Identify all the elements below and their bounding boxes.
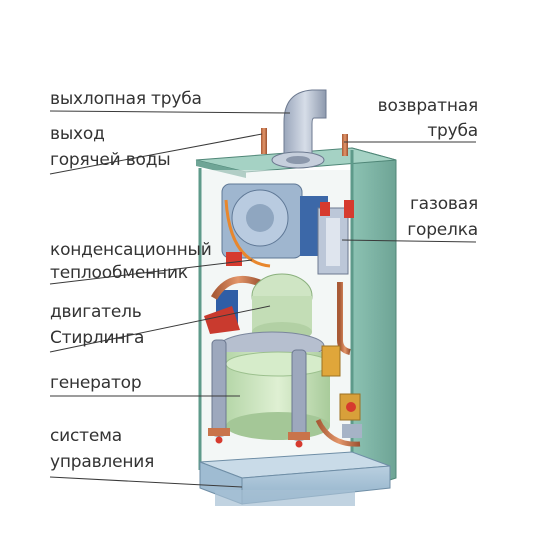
label-gas-burner-line2: горелка bbox=[407, 220, 478, 240]
exhaust-pipe bbox=[271, 89, 327, 169]
label-condensing-line1: конденсационный bbox=[50, 240, 212, 260]
copper-pipes bbox=[315, 170, 362, 447]
leader-condensing bbox=[49, 259, 253, 285]
leader-control bbox=[49, 476, 243, 488]
gas-burner bbox=[317, 200, 354, 275]
label-condensing-line2: теплообменник bbox=[50, 263, 188, 283]
stirling-engine bbox=[204, 252, 313, 342]
label-stirling-line2: Стирлинга bbox=[50, 328, 145, 348]
label-return-line2: труба bbox=[427, 121, 478, 141]
label-gas-burner-line1: газовая bbox=[409, 194, 478, 214]
leader-stirling bbox=[49, 305, 271, 353]
label-control-line1: система bbox=[50, 426, 122, 446]
condensing-heat-exchanger bbox=[221, 183, 328, 268]
label-stirling-line1: двигатель bbox=[50, 302, 142, 322]
leader-hot-water bbox=[49, 133, 263, 175]
label-return-line1: возвратная bbox=[377, 96, 479, 116]
label-hot-water-line2: горячей воды bbox=[50, 150, 171, 170]
label-exhaust-pipe: выхлопная труба bbox=[50, 89, 202, 109]
support-springs bbox=[208, 339, 310, 448]
top-connections bbox=[261, 128, 348, 156]
label-control-line2: управления bbox=[50, 452, 155, 472]
label-generator: генератор bbox=[50, 373, 142, 393]
generator bbox=[219, 331, 331, 440]
leader-gas-burner bbox=[341, 239, 477, 243]
leader-lines bbox=[49, 110, 477, 488]
leader-exhaust bbox=[49, 110, 291, 114]
control-unit bbox=[199, 451, 391, 506]
label-hot-water-line1: выход bbox=[50, 124, 105, 144]
